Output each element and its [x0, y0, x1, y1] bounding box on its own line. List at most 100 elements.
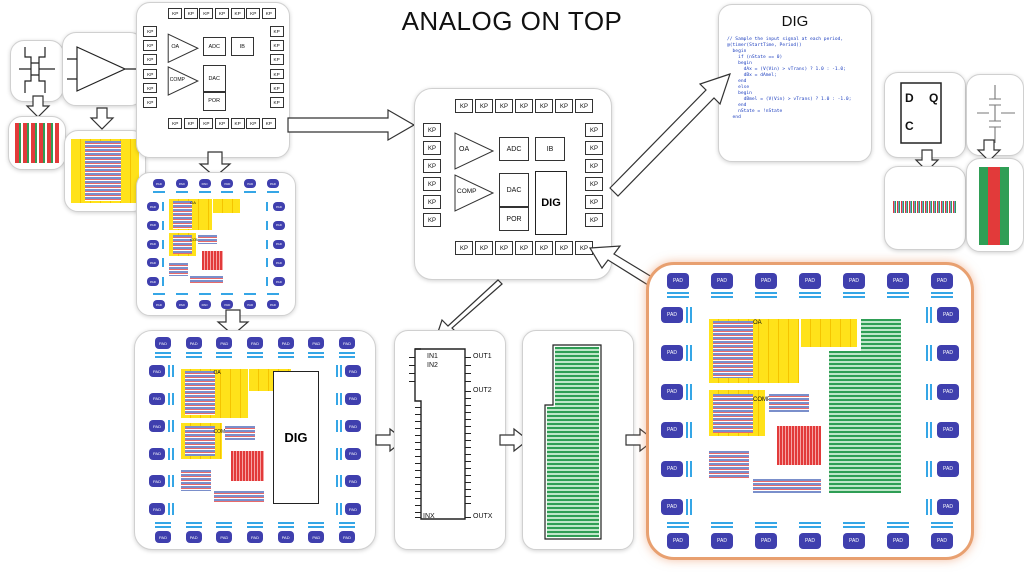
- pin-tick: [415, 470, 421, 472]
- device-array: [753, 479, 821, 494]
- io-pad: PAD: [221, 300, 234, 309]
- code-line: end: [727, 79, 747, 84]
- io-cell: [336, 365, 342, 377]
- pin-label-outx: OUTX: [473, 513, 493, 520]
- kp-pad: KP: [455, 99, 473, 113]
- io-pad: PAD: [887, 273, 909, 289]
- pin-tick: [465, 440, 471, 442]
- io-cell: [931, 292, 953, 300]
- kp-pad: KP: [143, 82, 158, 94]
- io-cell: [799, 292, 821, 300]
- pin-tick: [465, 489, 471, 491]
- io-cell: [277, 522, 294, 528]
- kp-pad: KP: [555, 99, 573, 113]
- io-cell: [336, 392, 342, 405]
- schematic-opamp-shapes: [167, 33, 200, 96]
- io-pad: PAD: [273, 277, 285, 286]
- io-cell: [175, 293, 188, 297]
- io-cell: [686, 422, 694, 439]
- io-cell: [266, 220, 270, 230]
- arrow-down-icon: [198, 151, 232, 178]
- io-pad: PAD: [661, 422, 683, 439]
- io-cell: [221, 191, 234, 195]
- io-pad: PAD: [887, 533, 909, 549]
- io-pad: PAD: [799, 273, 821, 289]
- io-cell: [931, 522, 953, 530]
- io-cell: [711, 522, 733, 530]
- io-pad: PAD: [149, 392, 165, 405]
- io-pad: PAD: [711, 533, 733, 549]
- kp-pad: KP: [575, 99, 593, 113]
- io-cell: [216, 352, 233, 358]
- io-pad: PAD: [273, 220, 285, 230]
- dig-code-block: // Sample the input signal at each perio…: [727, 37, 851, 121]
- page-title: ANALOG ON TOP: [401, 6, 623, 36]
- io-cell: [755, 292, 777, 300]
- code-line: dAx = (V(Vin) > vTrans) ? 1.0 : -1.0;: [727, 67, 846, 72]
- io-cell: [336, 503, 342, 515]
- layout-comp-label: COMP: [190, 236, 203, 242]
- kp-pad: KP: [215, 118, 230, 130]
- kp-pad: KP: [143, 68, 158, 80]
- block-oa-label: OA: [459, 146, 470, 153]
- kp-pad: KP: [230, 7, 245, 19]
- block-comp-label: COMP: [169, 77, 185, 84]
- pin-tick: [415, 414, 421, 416]
- io-cell: [185, 352, 202, 358]
- pin-tick: [465, 482, 471, 484]
- io-pad: PAD: [153, 179, 165, 188]
- layout-comp-label: COMP: [753, 397, 771, 404]
- code-line: dBmel = (V(Vin) > vTrans) ? 1.0 : -1.0;: [727, 97, 852, 102]
- io-pad: PAD: [339, 531, 355, 543]
- inverter-layout-art: [979, 167, 1009, 245]
- io-cell: [198, 293, 211, 297]
- io-pad: PAD: [937, 422, 959, 439]
- kp-pad: KP: [269, 82, 284, 94]
- analog-block: [801, 319, 857, 348]
- block-ib: IB: [230, 37, 254, 57]
- pin-tick: [465, 426, 471, 428]
- io-cell: [247, 352, 263, 358]
- pin-label-out2: OUT2: [473, 387, 492, 394]
- io-pad: PAD: [147, 239, 159, 249]
- kp-pad: KP: [199, 118, 214, 130]
- arrow-down-icon: [25, 95, 51, 118]
- io-cell: [168, 475, 174, 488]
- io-pad: PAD: [247, 531, 263, 543]
- io-pad: PAD: [277, 337, 294, 349]
- flipflop-c-label: C: [905, 119, 914, 133]
- block-por: POR: [499, 207, 529, 231]
- pin-tick: [465, 419, 471, 421]
- io-pad: PAD: [755, 533, 777, 549]
- analog-block: [213, 199, 241, 213]
- pin-tick: [415, 512, 421, 514]
- flipflop-symbol-icon: [900, 82, 942, 144]
- resistor-array: [201, 250, 223, 270]
- opamp-device-array: [173, 201, 193, 229]
- pin-tick: [465, 405, 471, 407]
- block-por: POR: [202, 91, 226, 111]
- io-pad: PAD: [267, 300, 279, 309]
- pin-tick: [465, 496, 471, 498]
- pin-tick: [465, 461, 471, 463]
- io-pad: PAD: [345, 503, 361, 515]
- device-array: [181, 469, 211, 492]
- io-cell: [926, 422, 934, 439]
- io-cell: [162, 258, 166, 268]
- pin-tick: [465, 454, 471, 456]
- inverter-layout-card: [966, 158, 1024, 252]
- io-pad: PAD: [149, 503, 165, 515]
- kp-pad: KP: [261, 118, 276, 130]
- io-pad: PAD: [147, 220, 159, 230]
- arrow-right-icon: [287, 108, 416, 142]
- pin-tick: [465, 357, 471, 359]
- arrow-diagonal-icon: [609, 73, 731, 197]
- io-pad: PAD: [937, 307, 959, 323]
- io-pad: PAD: [267, 179, 279, 188]
- device-array: [769, 393, 809, 412]
- io-pad: PAD: [937, 499, 959, 515]
- dig-code-card: DIG // Sample the input signal at each p…: [718, 4, 872, 162]
- code-line: else: [727, 85, 750, 90]
- io-cell: [843, 522, 865, 530]
